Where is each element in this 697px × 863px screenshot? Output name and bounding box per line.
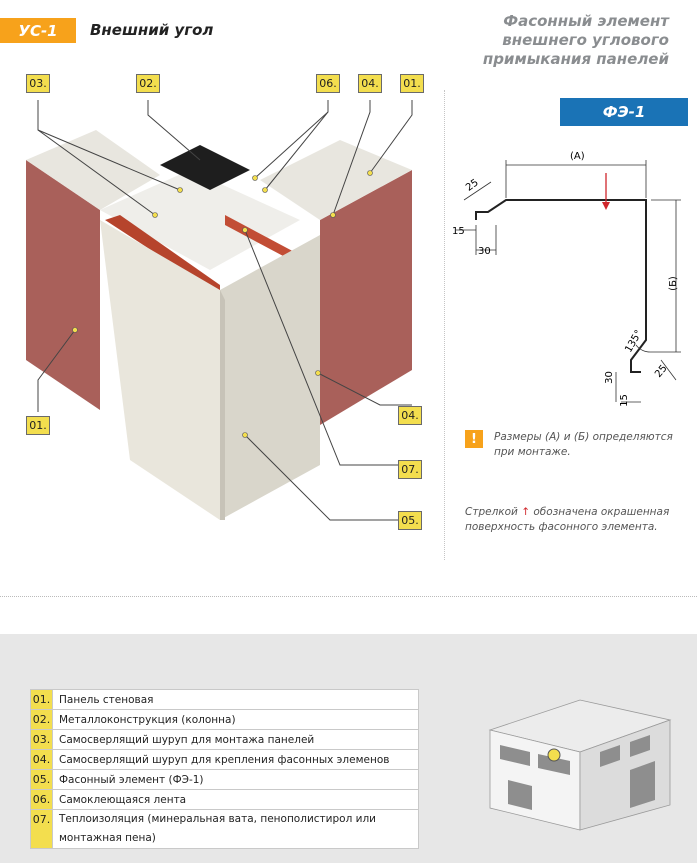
callout-01-top: 01. — [400, 74, 424, 93]
dim-30-top: 30 — [478, 246, 491, 257]
leader-lines — [37, 100, 413, 521]
column-tube — [160, 145, 250, 190]
inline-arrow-icon: ↑ — [521, 506, 531, 518]
front-edge — [220, 290, 225, 520]
sizes-note-line: Размеры (А) и (Б) определяются — [494, 431, 673, 443]
subtitle-line: примыкания панелей — [482, 50, 669, 68]
corner-marker — [547, 748, 561, 762]
element-code-tag: ФЭ-1 — [560, 98, 688, 126]
corner-illustration — [26, 100, 413, 521]
legend-row: 02.Металлоконструкция (колонна) — [30, 709, 419, 730]
legend-row: 07.Теплоизоляция (минеральная вата, пено… — [30, 809, 419, 849]
legend-row: 01.Панель стеновая — [30, 689, 419, 710]
subtitle-line: Фасонный элемент — [503, 12, 669, 30]
subtitle-line: внешнего углового — [502, 31, 669, 49]
legend-text: Самоклеющаяся лента — [52, 789, 419, 810]
right-panel-side — [320, 170, 412, 425]
building-illustration — [488, 699, 672, 831]
section-divider — [0, 596, 697, 597]
warning-icon: ! — [465, 430, 483, 448]
legend-text: Самосверлящий шуруп для крепления фасонн… — [52, 749, 419, 770]
arrow-note-suffix: обозначена окрашенная — [533, 506, 670, 518]
callout-06: 06. — [316, 74, 340, 93]
page-title: Внешний угол — [90, 21, 214, 39]
legend-row: 05.Фасонный элемент (ФЭ-1) — [30, 769, 419, 790]
column-divider — [444, 90, 445, 560]
element-code: ФЭ-1 — [602, 103, 646, 121]
profile-drawing — [456, 160, 681, 403]
legend-num: 06. — [30, 789, 53, 810]
legend-table: 01.Панель стеновая 02.Металлоконструкция… — [30, 689, 419, 849]
front-face-right — [220, 235, 320, 520]
legend-row: 03.Самосверлящий шуруп для монтажа панел… — [30, 729, 419, 750]
legend-num: 05. — [30, 769, 53, 790]
dim-15-bottom: 15 — [618, 394, 630, 407]
legend-num: 03. — [30, 729, 53, 750]
page-subtitle: Фасонный элемент внешнего углового примы… — [429, 12, 669, 69]
leader-dots — [72, 170, 373, 438]
dim-30-bottom: 30 — [603, 371, 615, 384]
legend-text: Самосверлящий шуруп для монтажа панелей — [52, 729, 419, 750]
sizes-note: Размеры (А) и (Б) определяются при монта… — [494, 430, 673, 460]
callout-04-right: 04. — [398, 406, 422, 425]
legend-num: 04. — [30, 749, 53, 770]
callout-01-left: 01. — [26, 416, 50, 435]
legend-row: 06.Самоклеющаяся лента — [30, 789, 419, 810]
legend-num: 01. — [30, 689, 53, 710]
legend-text: Панель стеновая — [52, 689, 419, 710]
inner-top — [100, 170, 300, 270]
callout-04-top: 04. — [358, 74, 382, 93]
section-code-tag: УС-1 — [0, 18, 76, 43]
callout-02: 02. — [136, 74, 160, 93]
legend-num: 02. — [30, 709, 53, 730]
callout-05: 05. — [398, 511, 422, 530]
arrow-note-prefix: Стрелкой — [465, 506, 518, 518]
legend-text: Фасонный элемент (ФЭ-1) — [52, 769, 419, 790]
arrow-note: Стрелкой ↑ обозначена окрашенная поверхн… — [465, 505, 669, 535]
arrow-note-line2: поверхность фасонного элемента. — [465, 521, 658, 533]
building-windows — [500, 735, 655, 810]
callout-07: 07. — [398, 460, 422, 479]
legend-text: Металлоконструкция (колонна) — [52, 709, 419, 730]
callout-03: 03. — [26, 74, 50, 93]
arrow-head — [602, 202, 610, 210]
profile-shape — [475, 199, 647, 373]
legend-row: 04.Самосверлящий шуруп для крепления фас… — [30, 749, 419, 770]
front-face-left — [100, 220, 220, 520]
sizes-note-line: при монтаже. — [494, 446, 571, 458]
legend-text: Теплоизоляция (минеральная вата, пенопол… — [52, 809, 419, 849]
dim-15-top: 15 — [452, 226, 465, 237]
right-panel-top — [260, 140, 412, 220]
dim-a: (А) — [570, 151, 585, 162]
dim-b: (Б) — [667, 276, 679, 291]
left-panel-side — [26, 160, 100, 410]
section-code: УС-1 — [18, 21, 58, 40]
legend-num: 07. — [30, 809, 53, 849]
